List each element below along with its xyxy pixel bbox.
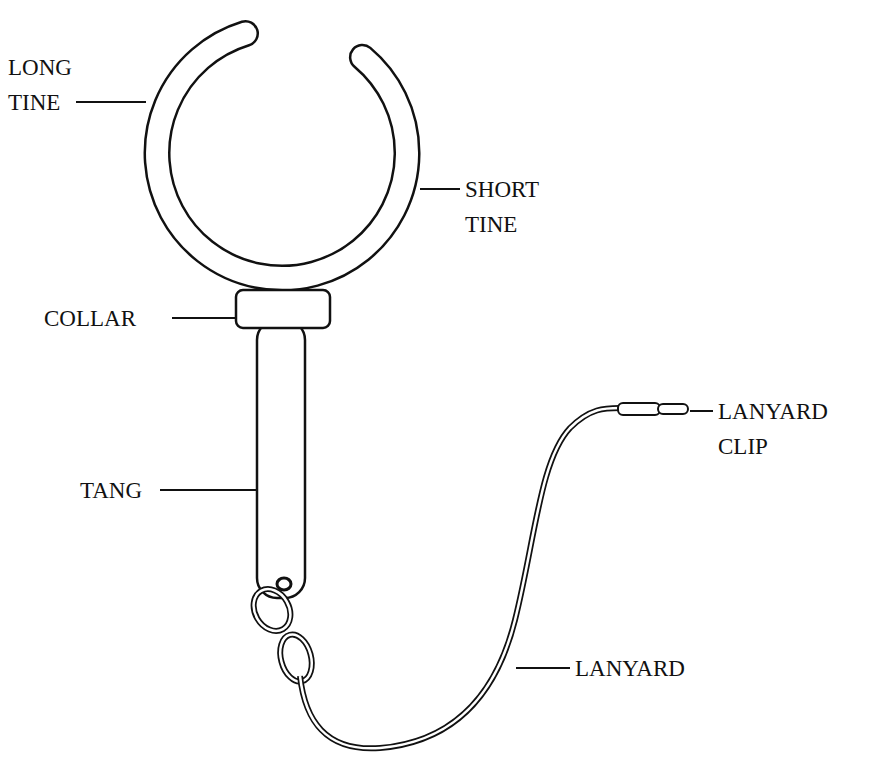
leader-lines: [76, 102, 713, 668]
part-label: TANG: [80, 473, 160, 508]
part-label: COLLAR: [44, 301, 174, 336]
tang-shape: [257, 320, 305, 598]
leader-line: [420, 188, 460, 190]
leader-line: [76, 101, 146, 103]
leader-line: [516, 667, 570, 669]
split-ring: [246, 582, 297, 637]
part-label: LANYARD: [575, 651, 725, 686]
leader-line: [160, 489, 257, 491]
part-label: LONG TINE: [8, 50, 88, 120]
part-label: SHORT TINE: [465, 172, 565, 242]
tang-hole: [277, 578, 291, 590]
leader-line: [690, 410, 713, 412]
lanyard-cord: [300, 408, 620, 748]
leader-line: [172, 317, 236, 319]
tine-ring-fill: [157, 34, 407, 279]
lanyard-clip-tip: [658, 404, 688, 414]
split-ring: [275, 631, 316, 685]
split-ring-fill: [246, 582, 297, 637]
lanyard-cord-fill: [300, 408, 620, 748]
collar-shape: [236, 290, 330, 328]
split-ring-fill: [275, 631, 316, 685]
tine-ring: [157, 34, 407, 279]
lanyard-clip-shape: [618, 403, 660, 415]
part-label: LANYARD CLIP: [718, 394, 858, 464]
